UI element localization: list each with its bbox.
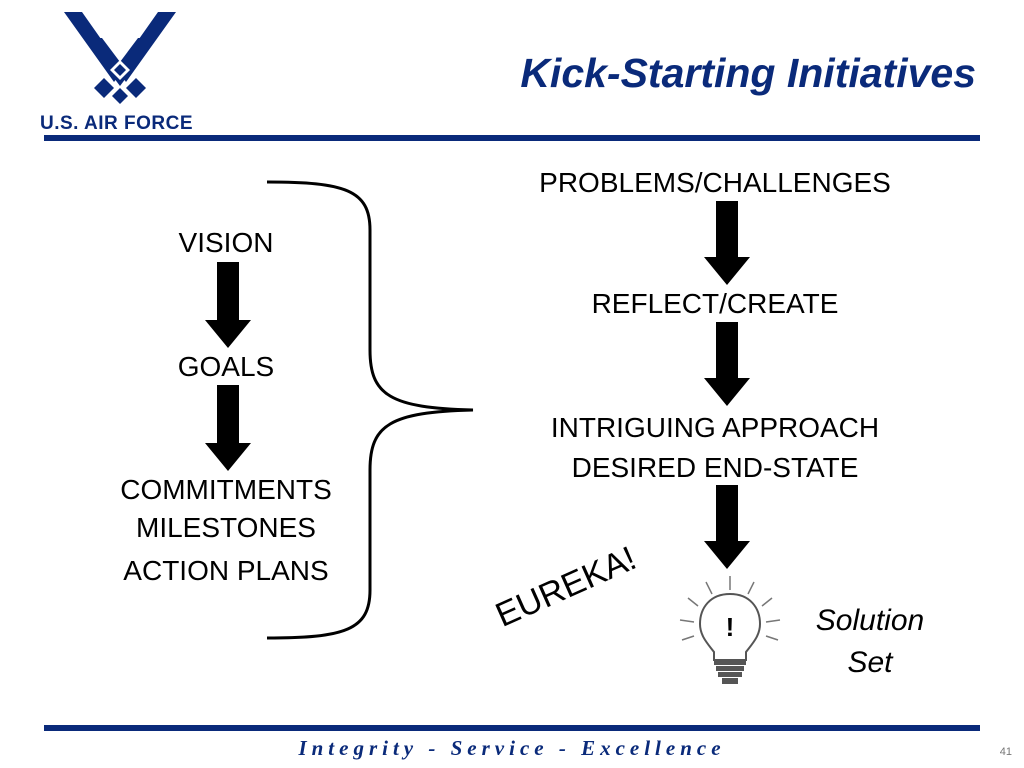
label-desired-end-state: DESIRED END-STATE [571, 452, 859, 483]
down-arrow-icon [704, 201, 750, 285]
solution-set-label: Solution Set [790, 600, 950, 684]
curly-brace [266, 180, 474, 640]
label-goals: GOALS [177, 351, 275, 382]
solution-line-1: Solution [815, 604, 925, 637]
slide-title: Kick-Starting Initiatives [520, 50, 976, 96]
solution-line-2: Set [847, 646, 893, 679]
page-number: 41 [999, 746, 1012, 758]
down-arrow-icon [704, 322, 750, 406]
light-bulb-icon [679, 576, 781, 684]
label-vision: VISION [178, 227, 274, 258]
eureka-text: EUREKA! [490, 539, 642, 635]
down-arrow-icon [205, 262, 251, 348]
footer-divider [44, 725, 980, 731]
label-commitments: COMMITMENTS [120, 474, 332, 505]
header-divider [44, 135, 980, 141]
down-arrow-icon [205, 385, 251, 471]
air-force-logo [64, 12, 176, 104]
label-reflect-create: REFLECT/CREATE [591, 288, 839, 319]
label-intriguing-approach: INTRIGUING APPROACH [550, 412, 880, 443]
label-problems-challenges: PROBLEMS/CHALLENGES [539, 167, 891, 198]
bulb-exclamation: ! [725, 612, 735, 642]
label-milestones: MILESTONES [136, 512, 316, 543]
core-values-footer: Integrity - Service - Excellence [298, 736, 726, 760]
down-arrow-icon [704, 485, 750, 569]
label-action-plans: ACTION PLANS [123, 555, 329, 586]
brand-text: U.S. AIR FORCE [40, 113, 194, 134]
